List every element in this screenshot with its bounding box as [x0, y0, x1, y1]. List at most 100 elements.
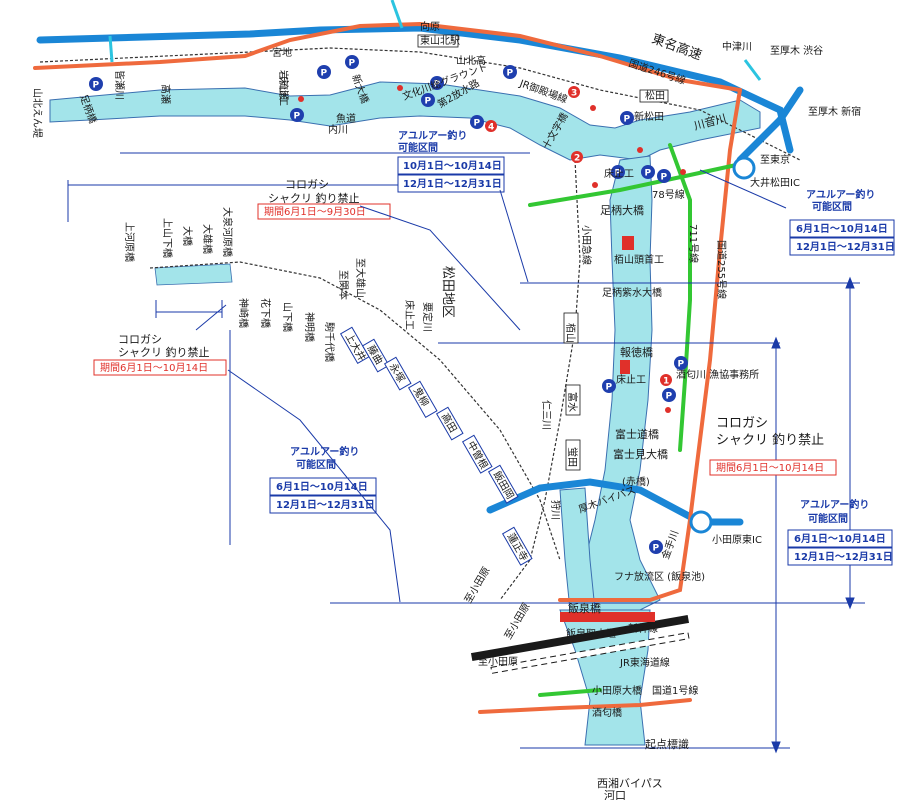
parking-markers: P P P P P P P P P P P P P P P P [89, 55, 688, 554]
svg-text:1: 1 [663, 377, 669, 387]
district-boxes: 飯田岡 [487, 464, 519, 504]
svg-text:P: P [645, 169, 652, 179]
weir-marks [560, 236, 655, 622]
parking-icon: P [290, 108, 304, 122]
intake-label: 飯泉取水堰 [566, 627, 616, 640]
ashigara-big-bridge-label: 足柄大橋 [600, 203, 644, 217]
dir-atsugi-shinjuku: 至厚木 新宿 [808, 105, 861, 118]
ootaka-label: 大雄橋 [201, 224, 214, 254]
hotta-label: 蛍田 [566, 447, 579, 467]
ooi-ic-label: 大井松田IC [750, 176, 800, 189]
iwaryu-label: 岩流瀬 [277, 70, 290, 100]
wc-icon [592, 182, 598, 188]
parking-icon: P [345, 55, 359, 69]
kamisaki-label: 神崎橋 [237, 298, 250, 328]
parking-icon: P [641, 165, 655, 179]
lure-c-box1 [269, 477, 377, 496]
odakyu-label: 小田急線 [580, 225, 593, 265]
numbered-markers: 1 2 3 4 [485, 86, 672, 387]
marker-3: 3 [568, 86, 580, 99]
no-fishing-a-line2: シャクリ 釣り禁止 [268, 191, 360, 205]
shinmatsuda-label: 新松田 [634, 110, 664, 123]
wc-icon [590, 105, 596, 111]
no-fishing-b-line2: シャクリ 釣り禁止 [118, 345, 210, 359]
district-boxes: 中曽根 [461, 434, 493, 474]
kakou-label: 河口 [604, 789, 626, 800]
lure-d-box2 [787, 547, 893, 566]
svg-text:2: 2 [574, 154, 580, 164]
lure-d-period1: 6月1日～10月14日 [794, 533, 886, 545]
fujimichi-bridge-label: 富士道橋 [615, 427, 659, 441]
mukaihara-label: 向原 [420, 20, 440, 33]
lure-b-box2 [789, 237, 895, 256]
weir-4-label: 床止工 [403, 300, 416, 330]
parking-icon: P [317, 65, 331, 79]
route-1 [478, 698, 692, 714]
kayama-box [563, 312, 579, 344]
dir-odawara-2: 至小田原 [502, 601, 532, 642]
kochiyo-label: 駒千代橋 [323, 322, 336, 362]
national-roads [33, 21, 742, 714]
weir-1-label: 床止工 [277, 76, 290, 106]
period-b-text: 期間6月1日～10月14日 [100, 362, 208, 374]
no-fishing-c-line2: シャクリ 釣り禁止 [716, 432, 824, 448]
marker-4: 4 [485, 120, 497, 133]
svg-text:P: P [615, 169, 622, 179]
shinkansen-label: 新幹線 [628, 622, 658, 635]
tomimizu-label: 富水 [566, 392, 579, 412]
parking-icon: P [649, 540, 663, 554]
lure-b-sub: 可能区間 [812, 200, 852, 213]
lure-c-period2: 12月1日～12月31日 [276, 499, 375, 511]
district-boxes: 永塚 [383, 356, 412, 391]
jinmei-label: 神明橋 [303, 312, 316, 342]
sakawa-bridge-label: 酒匂橋 [592, 706, 622, 719]
route-78 [528, 160, 752, 207]
office-label: 酒匂川 漁協事務所 [676, 368, 759, 381]
tributary-lines [108, 0, 762, 81]
wc-icon [680, 169, 686, 175]
lure-c-title: アユルアー釣り [290, 445, 359, 458]
period-c-text: 期間6月1日～10月14日 [716, 462, 824, 474]
kari-label: 狩川 [549, 500, 562, 520]
lure-a-title: アユルアー釣り [398, 129, 467, 142]
parking-icon: P [602, 379, 616, 393]
dir-odawara-1: 至小田原 [462, 565, 492, 606]
parking-icon: P [662, 388, 676, 402]
wc-icon [397, 85, 403, 91]
yamakita-high-label: 山北高 [456, 54, 486, 67]
district-boxes: 高田 [435, 406, 464, 441]
no-fishing-b-line1: コロガシ [118, 333, 162, 346]
lure-a-sub: 可能区間 [398, 141, 438, 154]
uochi-label: 魚道 [336, 112, 356, 125]
fish-release-label: フナ放流区 (飯泉池) [614, 570, 705, 583]
svg-text:P: P [666, 392, 673, 402]
lure-c-box2 [269, 495, 377, 514]
wc-markers [298, 85, 686, 413]
route711-label: 711号線 [687, 224, 700, 263]
svg-text:P: P [661, 173, 668, 183]
hotoku-bridge-label: 報徳橋 [620, 345, 653, 359]
period-a-text: 期間6月1日～9月30日 [264, 206, 366, 218]
kanameda-label: 要定川 [421, 302, 434, 332]
period-b-box [93, 359, 227, 376]
interchanges [689, 156, 756, 534]
lure-a-box2 [397, 174, 505, 193]
svg-text:P: P [93, 81, 100, 91]
svg-text:3: 3 [571, 89, 577, 99]
matsuda-label: 松田 [645, 89, 665, 102]
odawara-big-bridge-label: 小田原大橋 [592, 684, 642, 697]
lure-a-box1 [397, 156, 505, 175]
odawara-east-ic [689, 510, 713, 534]
nisan-label: 仁三川 [540, 400, 552, 430]
wc-icon [298, 96, 304, 102]
yamashita-label: 山下橋 [281, 302, 294, 332]
oizumigawara-label: 大泉河原橋 [221, 207, 234, 257]
lure-d-period2: 12月1日～12月31日 [794, 551, 893, 563]
tomei-label: 東名高速 [650, 31, 704, 64]
route78-label: 78号線 [652, 188, 685, 201]
kiten-label: 起点標識 [645, 737, 689, 751]
parking-icon: P [89, 77, 103, 91]
district-boxes: 蓮正寺 [501, 526, 533, 566]
